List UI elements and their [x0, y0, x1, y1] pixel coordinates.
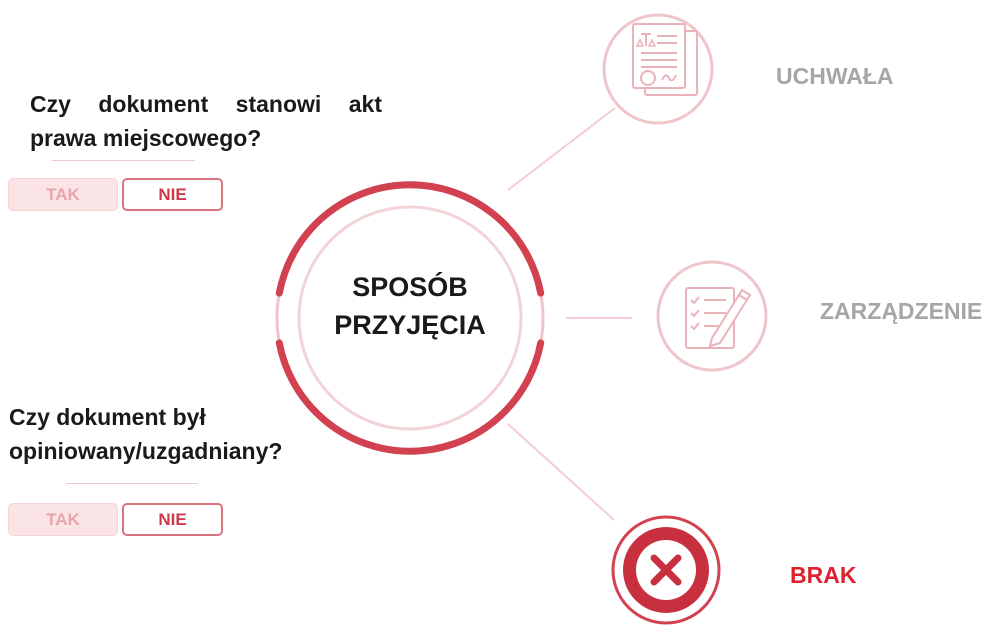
option-uchwala-label[interactable]: UCHWAŁA	[776, 63, 894, 89]
checklist-pen-icon[interactable]	[656, 260, 768, 372]
local-law-yes-button[interactable]: TAK	[8, 178, 118, 211]
connector-uchwala	[507, 107, 616, 191]
question-local-law-text: Czy dokument stanowi akt prawa miejscowe…	[30, 91, 382, 151]
option-brak-label[interactable]: BRAK	[790, 562, 857, 588]
question-consulted-divider	[66, 483, 198, 484]
option-zarzadzenie-label[interactable]: ZARZĄDZENIE	[820, 298, 983, 324]
x-circle-icon[interactable]	[611, 515, 721, 625]
center-title-line-1: SPOSÓB	[352, 272, 468, 302]
consulted-no-button[interactable]: NIE	[122, 503, 223, 536]
central-ring	[275, 181, 545, 455]
center-title: SPOSÓB PRZYJĘCIA	[310, 268, 510, 344]
question-consulted-text: Czy dokument był opiniowany/uzgadniany?	[9, 404, 283, 464]
legal-document-icon[interactable]	[602, 13, 714, 125]
center-title-line-2: PRZYJĘCIA	[334, 310, 486, 340]
local-law-no-button[interactable]: NIE	[122, 178, 223, 211]
question-local-law-divider	[52, 160, 195, 161]
consulted-yes-button[interactable]: TAK	[8, 503, 118, 536]
connector-brak	[507, 423, 615, 521]
